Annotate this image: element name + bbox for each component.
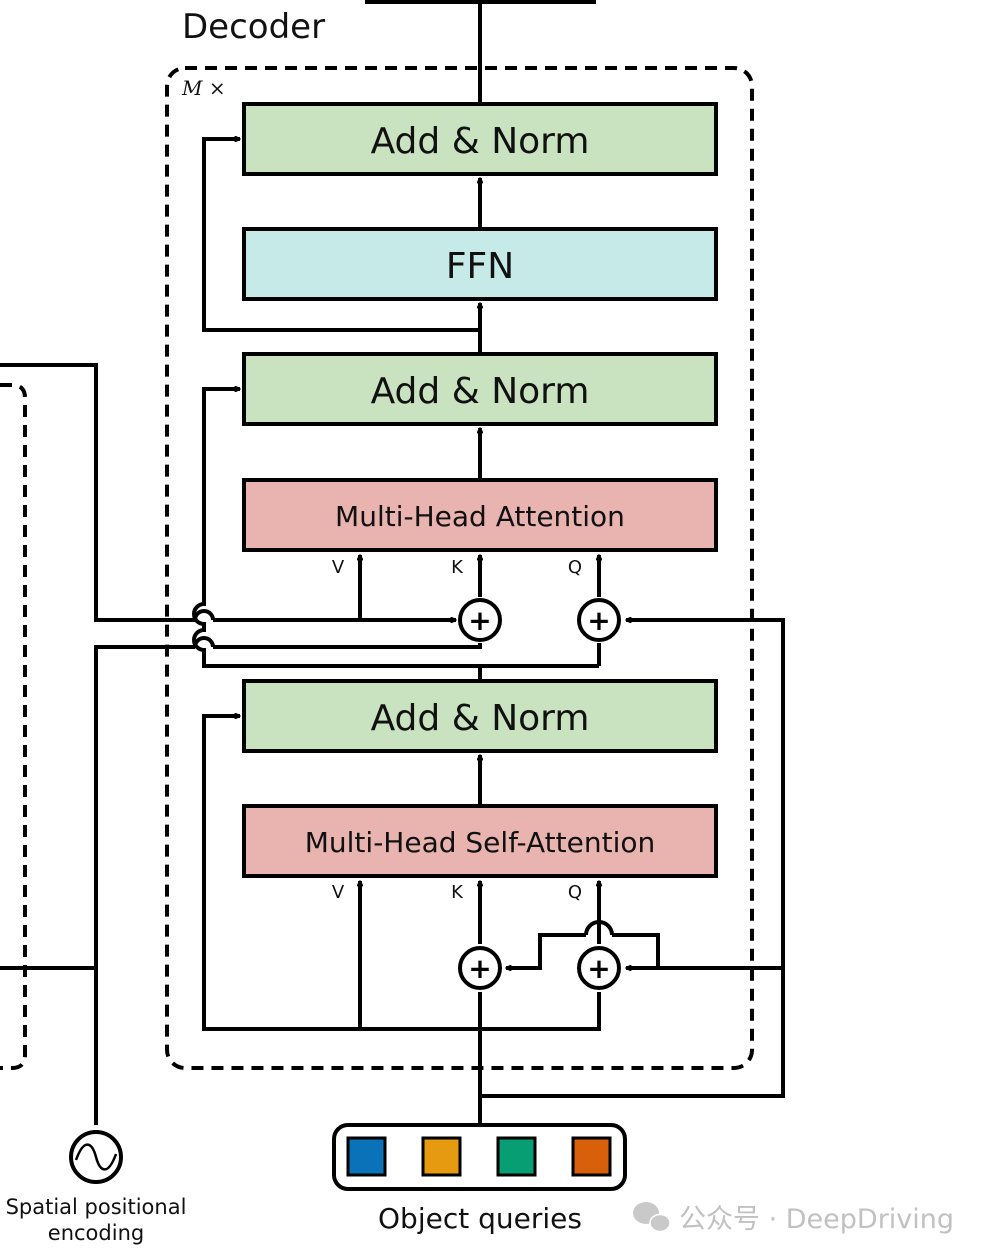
plus-node-cross-q: + — [577, 598, 621, 642]
ffn-box — [242, 227, 718, 301]
object-queries-label: Object queries — [378, 1202, 582, 1235]
object-query-cells — [346, 1136, 612, 1177]
self-attention-label: Multi-Head Self-Attention — [305, 826, 655, 859]
encoder-box-edge — [0, 383, 27, 1070]
object-query-cell — [571, 1136, 612, 1177]
cross-attention-box — [242, 478, 718, 552]
sine-wave-icon — [74, 1143, 118, 1171]
repeat-label: M × — [181, 76, 226, 100]
self-k-label: K — [451, 882, 464, 903]
cross-attention-inputs — [0, 363, 785, 1125]
svg-text:+: + — [587, 952, 610, 985]
add-norm-top-box — [242, 102, 718, 176]
add-norm-top-label: Add & Norm — [371, 121, 590, 162]
self-v-label: V — [332, 882, 345, 903]
plus-node-self-q: + — [577, 946, 621, 990]
add-norm-mid-label: Add & Norm — [371, 371, 590, 412]
self-attention-box — [242, 804, 718, 878]
add-norm-bottom-label: Add & Norm — [371, 698, 590, 739]
object-queries-container — [332, 1123, 627, 1191]
object-query-cell — [346, 1136, 387, 1177]
spatial-encoding-symbol — [69, 1130, 123, 1184]
watermark-text: 公众号 · DeepDriving — [679, 1204, 954, 1235]
add-norm-mid-box — [242, 352, 718, 426]
ffn-label: FFN — [446, 246, 514, 287]
object-query-cell — [496, 1136, 537, 1177]
wechat-icon — [633, 1202, 671, 1233]
watermark: 公众号 · DeepDriving — [633, 1202, 954, 1235]
plus-node-cross-k: + — [458, 598, 502, 642]
plus-node-self-k: + — [458, 946, 502, 990]
self-attention-inputs — [0, 881, 783, 1125]
cross-k-label: K — [451, 557, 464, 578]
spatial-encoding-label-1: Spatial positional — [6, 1195, 187, 1219]
residual-connections — [192, 139, 480, 1031]
decoder-title: Decoder — [182, 7, 325, 47]
svg-text:+: + — [587, 604, 610, 637]
svg-text:+: + — [468, 952, 491, 985]
add-norm-bottom-box — [242, 679, 718, 753]
cross-v-label: V — [332, 557, 345, 578]
self-q-label: Q — [568, 882, 582, 903]
object-query-cell — [421, 1136, 462, 1177]
svg-text:+: + — [468, 604, 491, 637]
spatial-encoding-label-2: encoding — [48, 1221, 144, 1245]
cross-q-label: Q — [568, 557, 582, 578]
repeat-box — [165, 66, 754, 1070]
cross-attention-label: Multi-Head Attention — [335, 500, 625, 533]
